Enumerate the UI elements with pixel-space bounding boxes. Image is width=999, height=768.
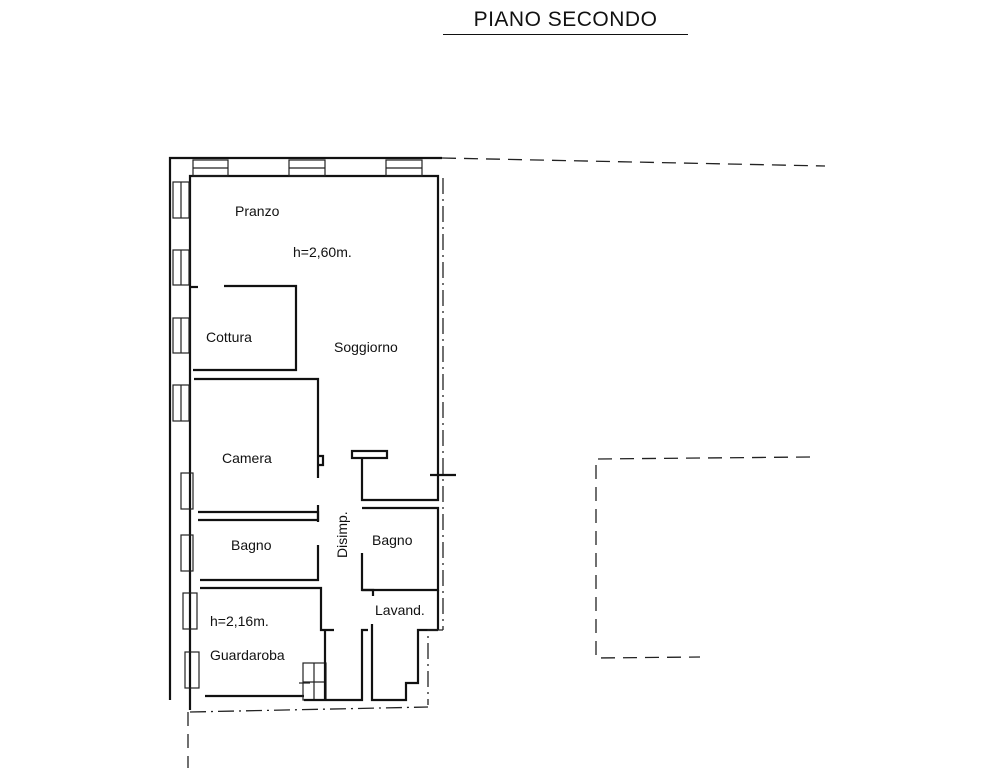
room-label-lavand: Lavand. <box>375 602 425 618</box>
room-label-bagno-right: Bagno <box>372 532 413 548</box>
boundary-lines <box>187 157 826 768</box>
room-label-disimp: Disimp. <box>334 511 350 558</box>
room-label-pranzo: Pranzo <box>235 203 280 219</box>
room-label-guardaroba: Guardaroba <box>210 647 285 663</box>
room-label-camera: Camera <box>222 450 272 466</box>
height-label-guardaroba: h=2,16m. <box>210 613 269 629</box>
outer-walls <box>168 156 442 710</box>
plan-title: PIANO SECONDO <box>443 8 688 35</box>
room-label-soggiorno: Soggiorno <box>334 339 398 355</box>
interior-walls <box>190 284 456 702</box>
room-label-cottura: Cottura <box>206 329 252 345</box>
height-label-main: h=2,60m. <box>293 244 352 260</box>
room-label-bagno-left: Bagno <box>231 537 272 553</box>
